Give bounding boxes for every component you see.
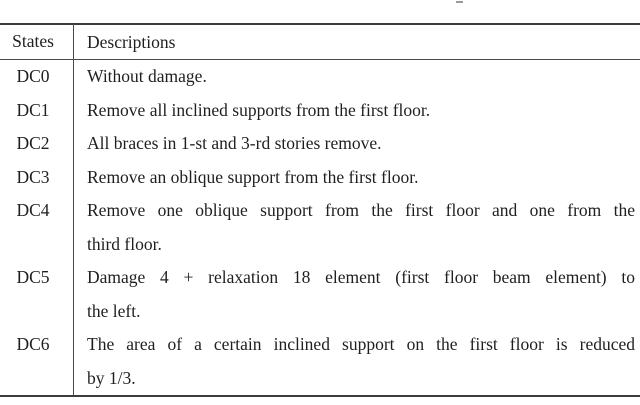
description-cell: The area of a certain inclined support o… (73, 328, 640, 395)
description-line: Remove all inclined supports from the fi… (87, 99, 431, 120)
description-line: All braces in 1-st and 3-rd stories remo… (87, 133, 382, 153)
table-row: DC5 Damage 4 + relaxation 18 element (fir… (0, 261, 640, 328)
table-row: DC4 Remove one oblique support from the f… (0, 194, 640, 261)
state-cell: DC5 (16, 267, 50, 287)
state-cell: DC3 (16, 166, 50, 187)
state-cell: DC0 (16, 66, 50, 86)
description-line: third floor. (87, 233, 162, 254)
table-row: DC2 All braces in 1-st and 3-rd stories r… (0, 127, 640, 161)
table-body: DC0 Without damage. DC1 Remove all inclined… (0, 60, 640, 395)
description-cell: Damage 4 + relaxation 18 element (first … (73, 261, 640, 328)
state-cell: DC4 (16, 200, 50, 220)
table-header-row: States Descriptions (0, 25, 640, 59)
description-cell: Remove an oblique support from the first… (73, 161, 640, 195)
state-cell: DC1 (16, 99, 50, 120)
header-descriptions: Descriptions (87, 32, 176, 52)
header-states: States (12, 31, 54, 51)
description-cell: Remove one oblique support from the firs… (73, 194, 640, 261)
description-cell: All braces in 1-st and 3-rd stories remo… (73, 127, 640, 161)
description-line: Damage 4 + relaxation 18 element (first … (87, 267, 635, 287)
description-line: The area of a certain inclined support o… (87, 334, 635, 354)
table-row: DC1 Remove all inclined supports from the… (0, 94, 640, 128)
table-row: DC3 Remove an oblique support from the fi… (0, 161, 640, 195)
state-cell: DC2 (16, 133, 50, 153)
cropped-caption-fragment (456, 1, 463, 3)
description-cell: Without damage. (73, 60, 640, 94)
column-divider (73, 24, 74, 395)
description-line: the left. (87, 300, 141, 321)
state-cell: DC6 (16, 334, 50, 354)
description-line: by 1/3. (87, 367, 136, 388)
description-line: Remove one oblique support from the firs… (87, 200, 635, 220)
table-row: DC6 The area of a certain inclined suppor… (0, 328, 640, 395)
description-line: Remove an oblique support from the first… (87, 166, 419, 187)
description-line: Without damage. (87, 66, 207, 86)
header-separator-rule (0, 59, 640, 60)
table-top-rule (0, 23, 640, 25)
table-row: DC0 Without damage. (0, 60, 640, 94)
description-cell: Remove all inclined supports from the fi… (73, 94, 640, 128)
table-bottom-rule (0, 395, 640, 397)
